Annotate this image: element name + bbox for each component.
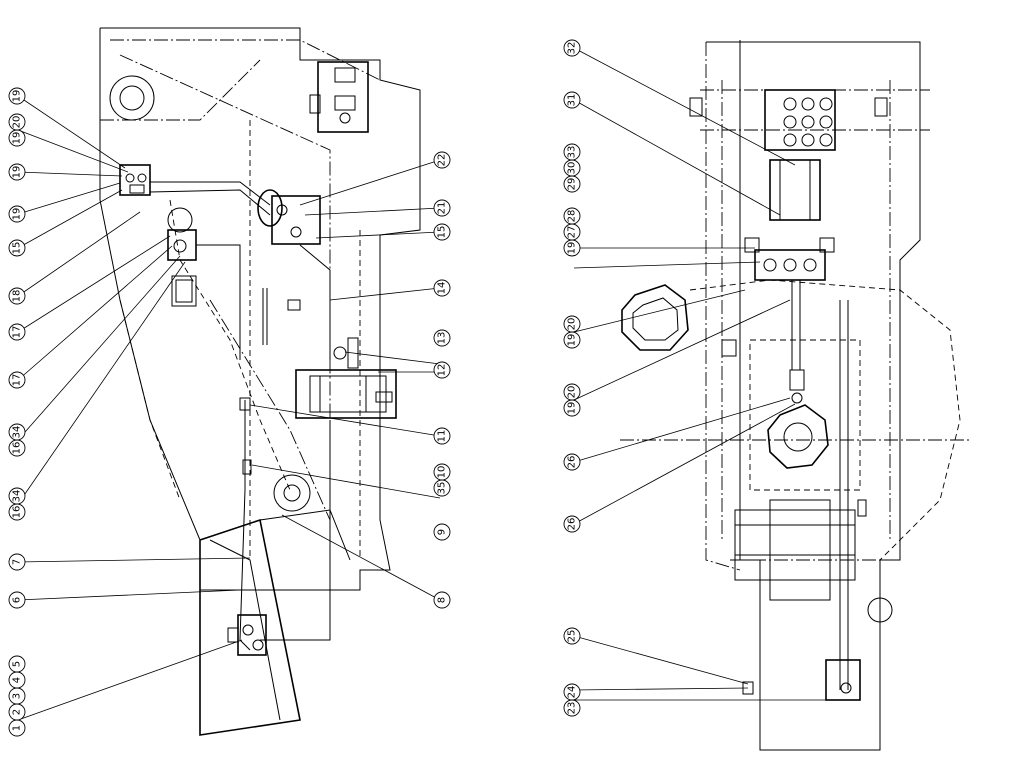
callout-29: 29 xyxy=(567,178,578,191)
callout-right-31: 31 xyxy=(563,91,581,109)
callout-14: 14 xyxy=(437,282,448,295)
callout-25: 25 xyxy=(567,630,578,643)
callout-33: 33 xyxy=(567,146,578,159)
callout-28: 28 xyxy=(567,210,578,223)
right-callouts: 32 31 29 30 33 19 27 28 19 2 xyxy=(563,39,581,717)
callout-19-left-c: 19 xyxy=(12,166,23,179)
callout-8: 8 xyxy=(437,597,448,603)
callout-18: 18 xyxy=(12,290,23,303)
callout-19-right-b: 19 xyxy=(567,334,578,347)
callout-left-18: 18 xyxy=(8,287,26,305)
callout-23: 23 xyxy=(567,702,578,715)
callout-15-left: 15 xyxy=(12,242,23,255)
callout-left-1-5: 1 2 3 4 5 xyxy=(8,655,26,737)
callout-left-11: 11 xyxy=(433,427,451,445)
callout-20-left: 20 xyxy=(12,116,23,129)
callout-1: 1 xyxy=(12,725,23,731)
callout-17-b: 17 xyxy=(12,374,23,387)
callout-left-12: 12 xyxy=(433,361,451,379)
callout-right-29-30-33: 29 30 33 xyxy=(563,143,581,193)
callout-9: 9 xyxy=(437,529,448,535)
right-leaders xyxy=(573,47,830,701)
callout-19-right-a: 19 xyxy=(567,242,578,255)
callout-left-13: 13 xyxy=(433,329,451,347)
callout-12: 12 xyxy=(437,364,448,377)
callout-left-22: 22 xyxy=(433,151,451,169)
callout-left-19-c: 19 xyxy=(8,163,26,181)
callout-left-9: 9 xyxy=(433,523,451,541)
callout-left-15-b: 15 xyxy=(433,223,451,241)
callout-19-left-b: 19 xyxy=(12,132,23,145)
callout-21: 21 xyxy=(437,202,448,215)
callout-19-right-c: 19 xyxy=(567,402,578,415)
callout-5: 5 xyxy=(12,661,23,667)
callout-26-a: 26 xyxy=(567,456,578,469)
callout-20-right-b: 20 xyxy=(567,386,578,399)
callout-4: 4 xyxy=(12,677,23,683)
callout-left-17-a: 17 xyxy=(8,323,26,341)
callout-right-19-20-a: 19 20 xyxy=(563,315,581,349)
callout-19-left-d: 19 xyxy=(12,208,23,221)
callout-left-17-b: 17 xyxy=(8,371,26,389)
callout-left-15: 15 xyxy=(8,239,26,257)
callout-left-19-20: 19 20 xyxy=(8,113,26,147)
callout-left-16-34-b: 16 34 xyxy=(8,487,26,521)
callout-26-b: 26 xyxy=(567,518,578,531)
callout-32: 32 xyxy=(567,42,578,55)
callout-24: 24 xyxy=(567,686,578,699)
callout-right-19-20-b: 19 20 xyxy=(563,383,581,417)
callout-34-a: 34 xyxy=(12,426,23,439)
left-view-structure xyxy=(99,27,421,736)
callout-left-21: 21 xyxy=(433,199,451,217)
callout-left-7: 7 xyxy=(8,553,26,571)
callout-7: 7 xyxy=(12,559,23,565)
callout-34-b: 34 xyxy=(12,490,23,503)
callout-17-a: 17 xyxy=(12,326,23,339)
callout-left-16-34-a: 16 34 xyxy=(8,423,26,457)
callout-35: 35 xyxy=(437,482,448,495)
callout-left-8: 8 xyxy=(433,591,451,609)
callout-15-right: 15 xyxy=(437,226,448,239)
right-view-structure xyxy=(620,40,970,751)
callout-6: 6 xyxy=(12,597,23,603)
callout-31: 31 xyxy=(567,94,578,107)
callout-2: 2 xyxy=(12,709,23,715)
callout-10: 10 xyxy=(437,466,448,479)
callout-16-a: 16 xyxy=(12,442,23,455)
callout-left-35-10: 35 10 xyxy=(433,463,451,497)
callout-30: 30 xyxy=(567,162,578,175)
callout-16-b: 16 xyxy=(12,506,23,519)
callout-left-19-d: 19 xyxy=(8,205,26,223)
callout-20-right-a: 20 xyxy=(567,318,578,331)
callout-3: 3 xyxy=(12,693,23,699)
callout-19-left-a: 19 xyxy=(12,90,23,103)
callout-left-6: 6 xyxy=(8,591,26,609)
callout-right-25: 25 xyxy=(563,627,581,645)
callout-left-14: 14 xyxy=(433,279,451,297)
callout-right-26-b: 26 xyxy=(563,515,581,533)
callout-27: 27 xyxy=(567,226,578,239)
callout-right-26-a: 26 xyxy=(563,453,581,471)
callout-22: 22 xyxy=(437,154,448,167)
callout-right-32: 32 xyxy=(563,39,581,57)
callout-right-23-24: 23 24 xyxy=(563,683,581,717)
callout-13: 13 xyxy=(437,332,448,345)
left-callouts: 19 19 20 19 19 15 18 xyxy=(8,87,451,737)
callout-left-19: 19 xyxy=(8,87,26,105)
callout-right-19-27-28: 19 27 28 xyxy=(563,207,581,257)
left-leaders xyxy=(17,95,441,721)
callout-11: 11 xyxy=(437,430,448,443)
